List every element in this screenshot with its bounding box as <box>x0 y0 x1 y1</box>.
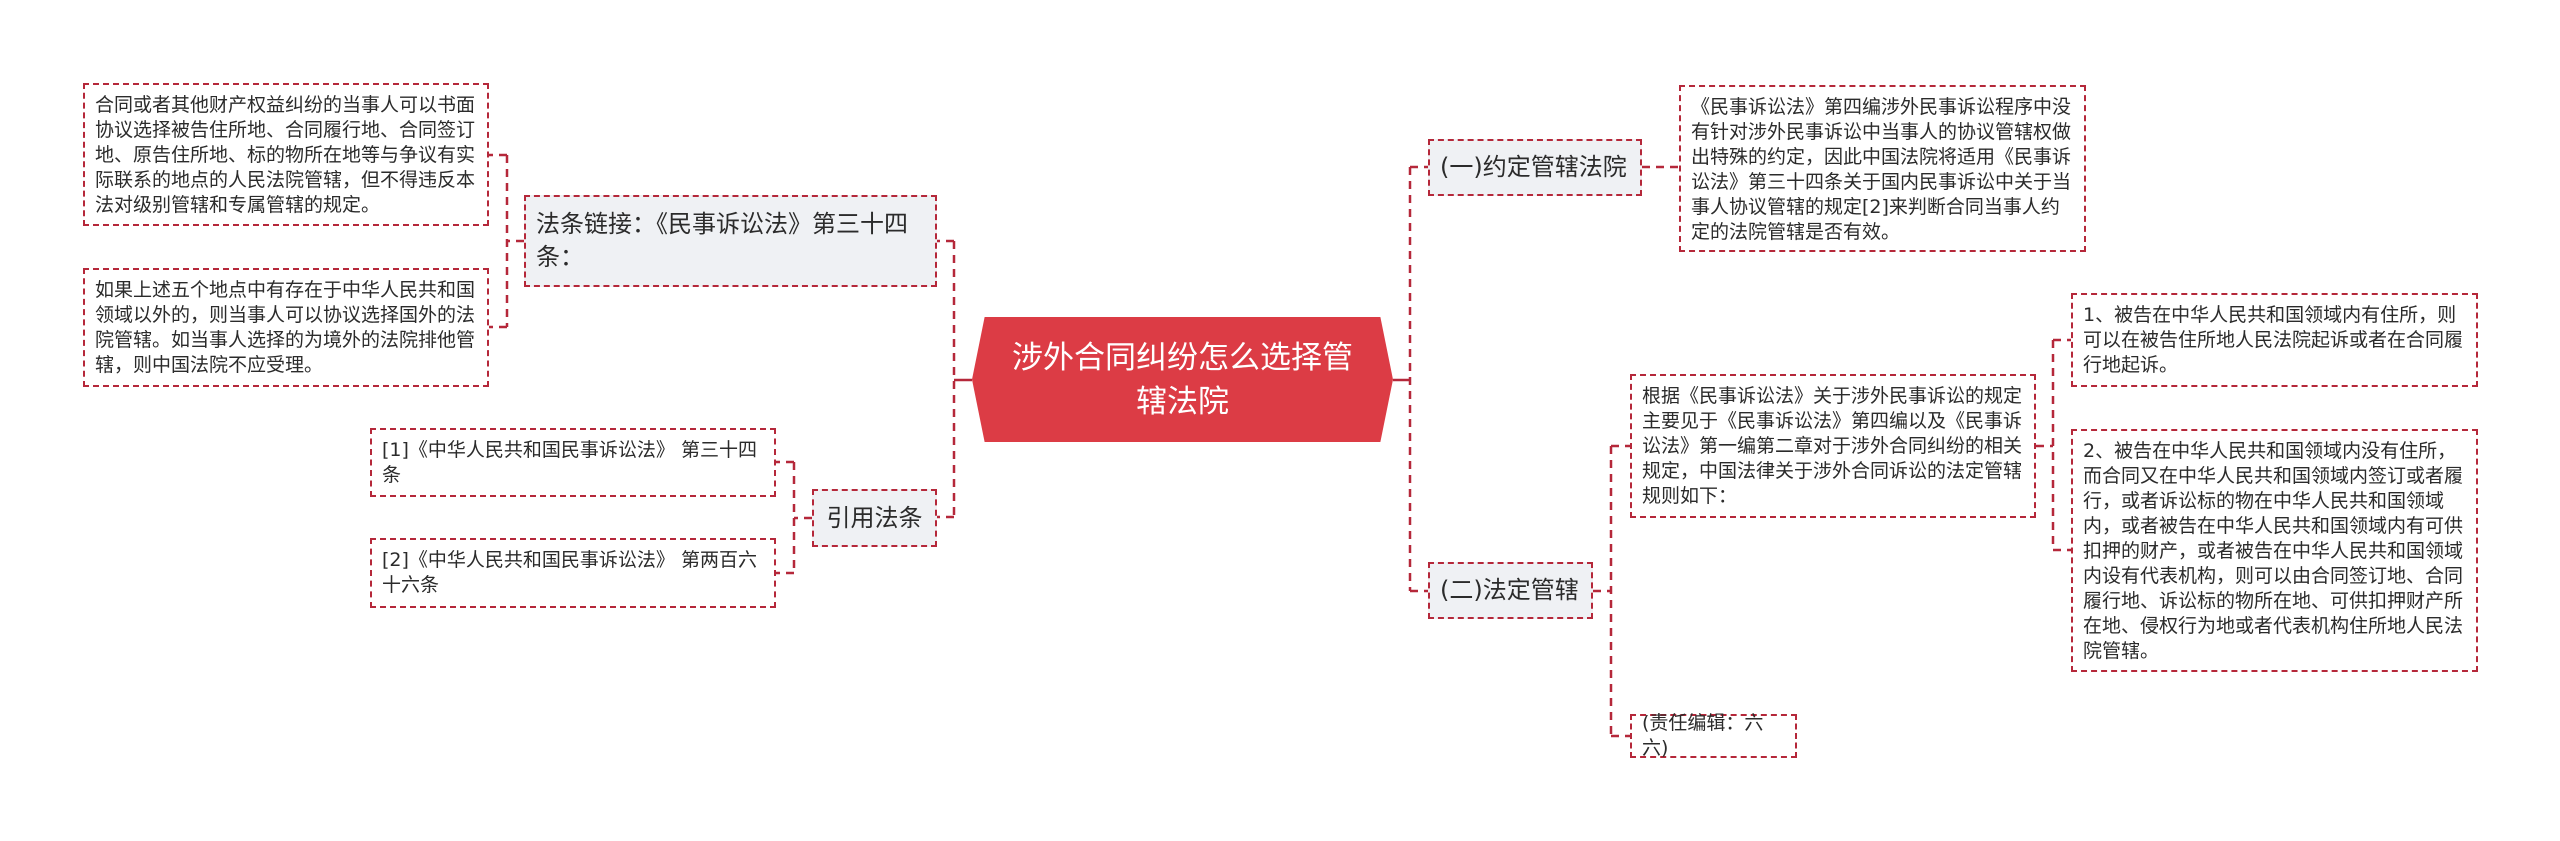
leaf-node-text: 《民事诉讼法》第四编涉外民事诉讼程序中没有针对涉外民事诉讼中当事人的协议管辖权做… <box>1691 96 2072 243</box>
root-node-label: 涉外合同纠纷怎么选择管辖法院 <box>1012 339 1353 420</box>
leaf-node-text: 1、被告在中华人民共和国领域内有住所，则可以在被告住所地人民法院起诉或者在合同履… <box>2083 304 2464 376</box>
branch-node-law-link[interactable]: 法条链接：《民事诉讼法》第三十四条： <box>524 195 937 287</box>
branch-node-statutory-jurisdiction[interactable]: (二)法定管辖 <box>1428 562 1593 619</box>
leaf-node-editor-credit[interactable]: (责任编辑：六六) <box>1630 712 1797 759</box>
branch-node-label: 法条链接：《民事诉讼法》第三十四条： <box>536 210 908 271</box>
editor-credit-text: (责任编辑：六六) <box>1642 712 1764 759</box>
branch-node-cited-laws[interactable]: 引用法条 <box>812 489 937 547</box>
branch-node-agreed-jurisdiction[interactable]: (一)约定管辖法院 <box>1428 139 1642 196</box>
branch-node-label: (一)约定管辖法院 <box>1440 153 1627 181</box>
leaf-node-cited-law-1[interactable]: [1]《中华人民共和国民事诉讼法》 第三十四条 <box>370 428 776 497</box>
leaf-node-text: [1]《中华人民共和国民事诉讼法》 第三十四条 <box>382 439 757 486</box>
branch-node-label: 引用法条 <box>826 503 923 532</box>
leaf-node-law-link-2[interactable]: 如果上述五个地点中有存在于中华人民共和国领域以外的，则当事人可以协议选择国外的法… <box>83 268 489 387</box>
leaf-node-law-link-1[interactable]: 合同或者其他财产权益纠纷的当事人可以书面协议选择被告住所地、合同履行地、合同签订… <box>83 83 489 226</box>
leaf-node-statutory-rule-1[interactable]: 1、被告在中华人民共和国领域内有住所，则可以在被告住所地人民法院起诉或者在合同履… <box>2071 293 2478 387</box>
leaf-node-text: 根据《民事诉讼法》关于涉外民事诉讼的规定主要见于《民事诉讼法》第四编以及《民事诉… <box>1642 385 2023 507</box>
leaf-node-text: 如果上述五个地点中有存在于中华人民共和国领域以外的，则当事人可以协议选择国外的法… <box>95 279 476 376</box>
leaf-node-statutory-intro[interactable]: 根据《民事诉讼法》关于涉外民事诉讼的规定主要见于《民事诉讼法》第四编以及《民事诉… <box>1630 374 2036 518</box>
root-node[interactable]: 涉外合同纠纷怎么选择管辖法院 <box>972 317 1393 442</box>
leaf-node-agreed-detail[interactable]: 《民事诉讼法》第四编涉外民事诉讼程序中没有针对涉外民事诉讼中当事人的协议管辖权做… <box>1679 85 2086 252</box>
leaf-node-text: 2、被告在中华人民共和国领域内没有住所，而合同又在中华人民共和国领域内签订或者履… <box>2083 440 2464 662</box>
leaf-node-text: [2]《中华人民共和国民事诉讼法》 第两百六十六条 <box>382 549 757 596</box>
leaf-node-cited-law-2[interactable]: [2]《中华人民共和国民事诉讼法》 第两百六十六条 <box>370 538 776 608</box>
branch-node-label: (二)法定管辖 <box>1440 576 1579 604</box>
leaf-node-text: 合同或者其他财产权益纠纷的当事人可以书面协议选择被告住所地、合同履行地、合同签订… <box>95 94 476 216</box>
leaf-node-statutory-rule-2[interactable]: 2、被告在中华人民共和国领域内没有住所，而合同又在中华人民共和国领域内签订或者履… <box>2071 429 2478 672</box>
